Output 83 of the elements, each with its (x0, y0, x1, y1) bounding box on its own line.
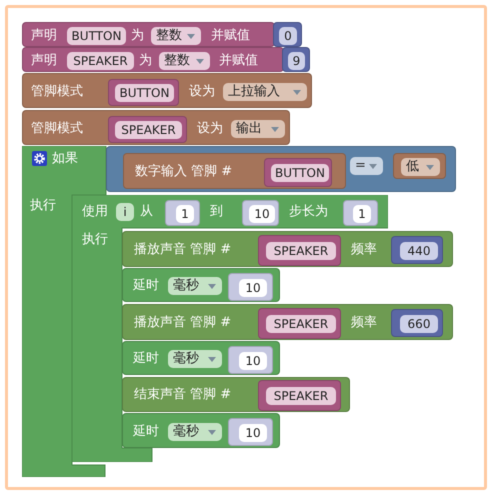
pin-block (258, 235, 341, 266)
number-block (165, 200, 200, 226)
value-field: BUTTON (115, 84, 174, 102)
value-field: 10 (239, 424, 267, 442)
block-label: 管脚模式 (31, 83, 83, 101)
number-block (228, 273, 273, 301)
block-label: 声明 (31, 27, 57, 45)
block-label: 从 (140, 203, 153, 221)
value-field: 10 (239, 352, 267, 370)
declare-block (22, 47, 284, 72)
number-block (242, 200, 279, 226)
dropdown: 毫秒 (168, 423, 222, 441)
value-field: BUTTON (67, 27, 126, 45)
block-label: 执行 (30, 197, 56, 215)
pin-value-block (393, 153, 446, 179)
block-label: 延时 (133, 350, 159, 368)
dropdown: 毫秒 (168, 350, 222, 368)
pin-mode-block (22, 73, 312, 108)
value-field: BUTTON (271, 164, 329, 182)
digital-read-block (123, 153, 346, 189)
declare-block (22, 22, 275, 47)
value-field: SPEAKER (266, 387, 336, 405)
pin-block (264, 158, 332, 187)
block-label: 如果 (52, 150, 78, 168)
delay-block (122, 268, 280, 302)
block-label: 并赋值 (219, 52, 258, 70)
pin-block (108, 79, 179, 106)
pin-block (108, 116, 187, 143)
no-tone-block (122, 377, 350, 412)
block-label: 播放声音 管脚 # (134, 241, 232, 259)
value-field: SPEAKER (67, 52, 134, 70)
value-field: 440 (400, 242, 438, 260)
block-label: 为 (139, 52, 152, 70)
block-label: 执行 (82, 231, 108, 249)
dropdown: 低 (401, 158, 440, 176)
number-block (228, 418, 273, 446)
block-label: 延时 (133, 423, 159, 441)
delay-block (122, 341, 280, 375)
pin-block (258, 380, 341, 411)
dropdown: 整数 (159, 52, 210, 70)
value-field: SPEAKER (266, 315, 336, 333)
value-field: 1 (353, 205, 371, 223)
block-label: 设为 (189, 83, 215, 101)
block-label: 步长为 (289, 203, 328, 221)
dropdown: 毫秒 (168, 277, 222, 295)
block-label: 延时 (133, 277, 159, 295)
dropdown: = (350, 157, 383, 175)
value-field: 0 (279, 27, 297, 45)
block-label: 数字输入 管脚 # (135, 163, 232, 181)
value-field: 10 (249, 205, 275, 223)
value-field: 9 (288, 52, 305, 70)
block-label: 到 (210, 203, 223, 221)
block-label: 使用 (82, 203, 108, 221)
number-block (273, 22, 302, 47)
variable-chip: i (116, 203, 134, 221)
value-field: 10 (239, 279, 267, 297)
value-field: SPEAKER (266, 242, 336, 260)
dropdown: 上拉输入 (223, 83, 307, 101)
dropdown: 输出 (231, 120, 285, 138)
value-field: 1 (176, 205, 194, 223)
dropdown: 整数 (151, 27, 201, 45)
block-label: 结束声音 管脚 # (134, 386, 232, 404)
block-label: 播放声音 管脚 # (134, 314, 232, 332)
tone-block (122, 231, 453, 267)
tone-block (122, 304, 453, 340)
block-label: 设为 (197, 120, 223, 138)
block-label: 为 (131, 27, 144, 45)
number-block (282, 47, 310, 72)
value-field: 660 (400, 315, 438, 333)
block-label: 频率 (351, 241, 377, 259)
block-label: 并赋值 (211, 27, 250, 45)
block-label: 频率 (351, 314, 377, 332)
block-label: 管脚模式 (31, 120, 83, 138)
compare-block (106, 146, 456, 192)
block-label: 声明 (31, 52, 57, 70)
number-block (228, 346, 273, 374)
number-block (391, 236, 443, 264)
delay-block (122, 413, 280, 448)
pin-block (258, 308, 341, 339)
number-block (343, 200, 378, 226)
pin-mode-block (22, 110, 290, 145)
value-field: SPEAKER (115, 121, 182, 139)
number-block (391, 309, 443, 337)
